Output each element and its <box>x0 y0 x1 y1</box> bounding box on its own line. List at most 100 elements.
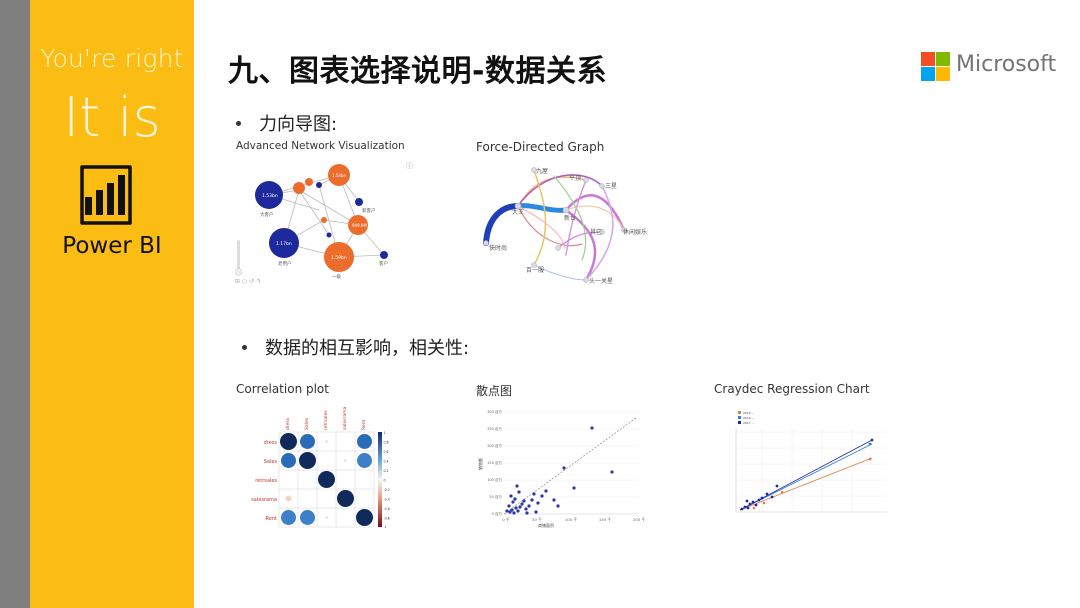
node-label: 百一服 <box>526 267 544 274</box>
x-tick: 100 千 <box>565 517 577 522</box>
correlation-cell <box>357 434 372 449</box>
bullet-correlation: 数据的相互影响，相关性: <box>242 334 469 360</box>
left-gray-strip <box>0 0 30 608</box>
graph-node <box>531 167 537 173</box>
column-label: Rent <box>361 419 367 430</box>
network-node <box>305 178 313 186</box>
x-tick: 150 千 <box>599 517 611 522</box>
scale-tick: 0 <box>384 479 386 483</box>
zoom-slider[interactable] <box>237 240 240 272</box>
thumbnail-correlation-plot: Correlation plot dress Sales retrsales s… <box>234 382 394 532</box>
y-tick: 200 百万 <box>487 444 502 448</box>
correlation-cell <box>300 434 315 449</box>
correlation-cell <box>357 453 372 468</box>
info-icon: ⓘ <box>406 162 413 170</box>
bullet-text: 数据的相互影响，相关性: <box>265 338 470 359</box>
network-node <box>380 251 388 259</box>
node-label: 949.9M <box>352 223 367 228</box>
node-label: 快时尚 <box>489 244 507 252</box>
thumbnail-advanced-network: Advanced Network Visualization ⓘ 1.53bn … <box>234 140 414 290</box>
node-label: 其它 <box>590 228 602 236</box>
scale-tick: -0.4 <box>384 498 390 502</box>
bullet-dot-icon <box>236 120 241 126</box>
thumbnail-title: Craydec Regression Chart <box>714 382 870 396</box>
row-label: retrsales <box>255 478 277 484</box>
node-label: 头一关星 <box>589 277 613 285</box>
network-node <box>324 242 354 272</box>
node-label: 休闲娱乐 <box>623 228 647 236</box>
force-directed-graph: 九屋 平顶 三星 大王 新台 其它 休闲娱乐 快时尚 百一服 头一关星 <box>483 167 647 285</box>
graph-node <box>599 229 605 235</box>
network-node <box>293 182 305 194</box>
network-node <box>348 215 368 235</box>
x-tick: 0 千 <box>502 517 510 522</box>
legend-entry: 2016 ... <box>743 411 754 415</box>
correlation-cell <box>285 495 292 502</box>
row-label: salesrama <box>251 497 277 503</box>
column-label: Sales <box>304 417 310 430</box>
microsoft-wordmark: Microsoft <box>956 52 1057 77</box>
scale-tick: -0.6 <box>384 507 390 511</box>
brand-sidebar: You're right It is Power BI <box>30 0 194 608</box>
network-graph: ⓘ 1.53bn 1.17bn 1.54bn 1.59bn 949.9M 大客户… <box>234 162 413 285</box>
correlation-cell <box>337 490 354 507</box>
regression-chart: 2016 ... 2016 ... 2017 ... <box>735 411 887 513</box>
zoom-slider-handle[interactable] <box>234 268 243 276</box>
scale-tick: -0.8 <box>384 517 390 521</box>
toolbar-icons[interactable]: ⊞ ○ ↺ ↰ <box>235 278 261 285</box>
row-label: dress <box>264 440 278 446</box>
correlation-matrix: dress Sales retrsales salesrama Rent dre… <box>251 407 390 529</box>
graph-node <box>583 277 589 283</box>
y-tick: 100 百万 <box>487 478 502 482</box>
graph-node <box>562 206 570 214</box>
y-axis-label: 销售额 <box>477 458 483 470</box>
sidebar-tagline: You're right <box>40 44 184 73</box>
regression-line <box>739 457 873 511</box>
column-label: retrsales <box>323 410 329 430</box>
network-node <box>269 228 299 258</box>
y-tick: 250 百万 <box>487 427 502 431</box>
node-label: 三星 <box>605 183 617 190</box>
thumbnail-title: Advanced Network Visualization <box>236 140 405 152</box>
node-label: 平顶 <box>569 175 581 182</box>
column-label: dress <box>285 417 291 430</box>
network-node <box>321 217 327 223</box>
correlation-cell <box>299 452 316 469</box>
y-tick: 300 百万 <box>487 410 502 414</box>
node-label: 1.53bn <box>262 193 278 199</box>
correlation-cell <box>281 510 296 525</box>
thumbnail-scatter: 散点图 300 百万 250 百万 200 百万 150 百万 100 百万 5… <box>474 382 654 532</box>
scale-tick: 0.6 <box>384 450 389 454</box>
thumbnail-regression: Craydec Regression Chart 2016 ... 2016 .… <box>712 382 892 532</box>
legend-entry: 2016 ... <box>743 416 754 420</box>
scale-tick: 1 <box>384 431 386 435</box>
node-label: 客户 <box>379 260 388 267</box>
color-scale-bar <box>378 432 382 527</box>
node-label: 大王 <box>512 208 524 216</box>
graph-node <box>599 183 605 189</box>
graph-node <box>514 202 522 210</box>
microsoft-windows-icon <box>921 52 950 81</box>
node-label: 1.17bn <box>276 241 292 247</box>
row-label: Sales <box>264 459 278 465</box>
graph-node <box>483 240 489 246</box>
column-label: salesrama <box>342 407 348 430</box>
bullet-text: 力向导图: <box>259 114 338 135</box>
correlation-cell <box>281 453 296 468</box>
power-bi-logo-icon <box>80 165 132 225</box>
network-node <box>316 182 322 188</box>
scale-tick: 0.4 <box>384 460 389 464</box>
bullet-force-directed: 力向导图: <box>236 110 337 136</box>
x-axis-label: 商铺面积 <box>538 522 554 528</box>
legend-entry: 2017 ... <box>743 421 754 425</box>
sidebar-headline: It is <box>63 86 161 149</box>
slide-title: 九、图表选择说明-数据关系 <box>228 54 607 89</box>
node-label: 新台 <box>564 214 576 222</box>
node-label: 大客户 <box>260 211 274 218</box>
thumbnail-title: Correlation plot <box>236 382 329 396</box>
correlation-cell <box>280 433 297 450</box>
y-tick: 0 百万 <box>492 512 503 516</box>
network-node <box>328 164 350 186</box>
network-node <box>255 181 283 209</box>
product-name: Power BI <box>62 233 162 259</box>
